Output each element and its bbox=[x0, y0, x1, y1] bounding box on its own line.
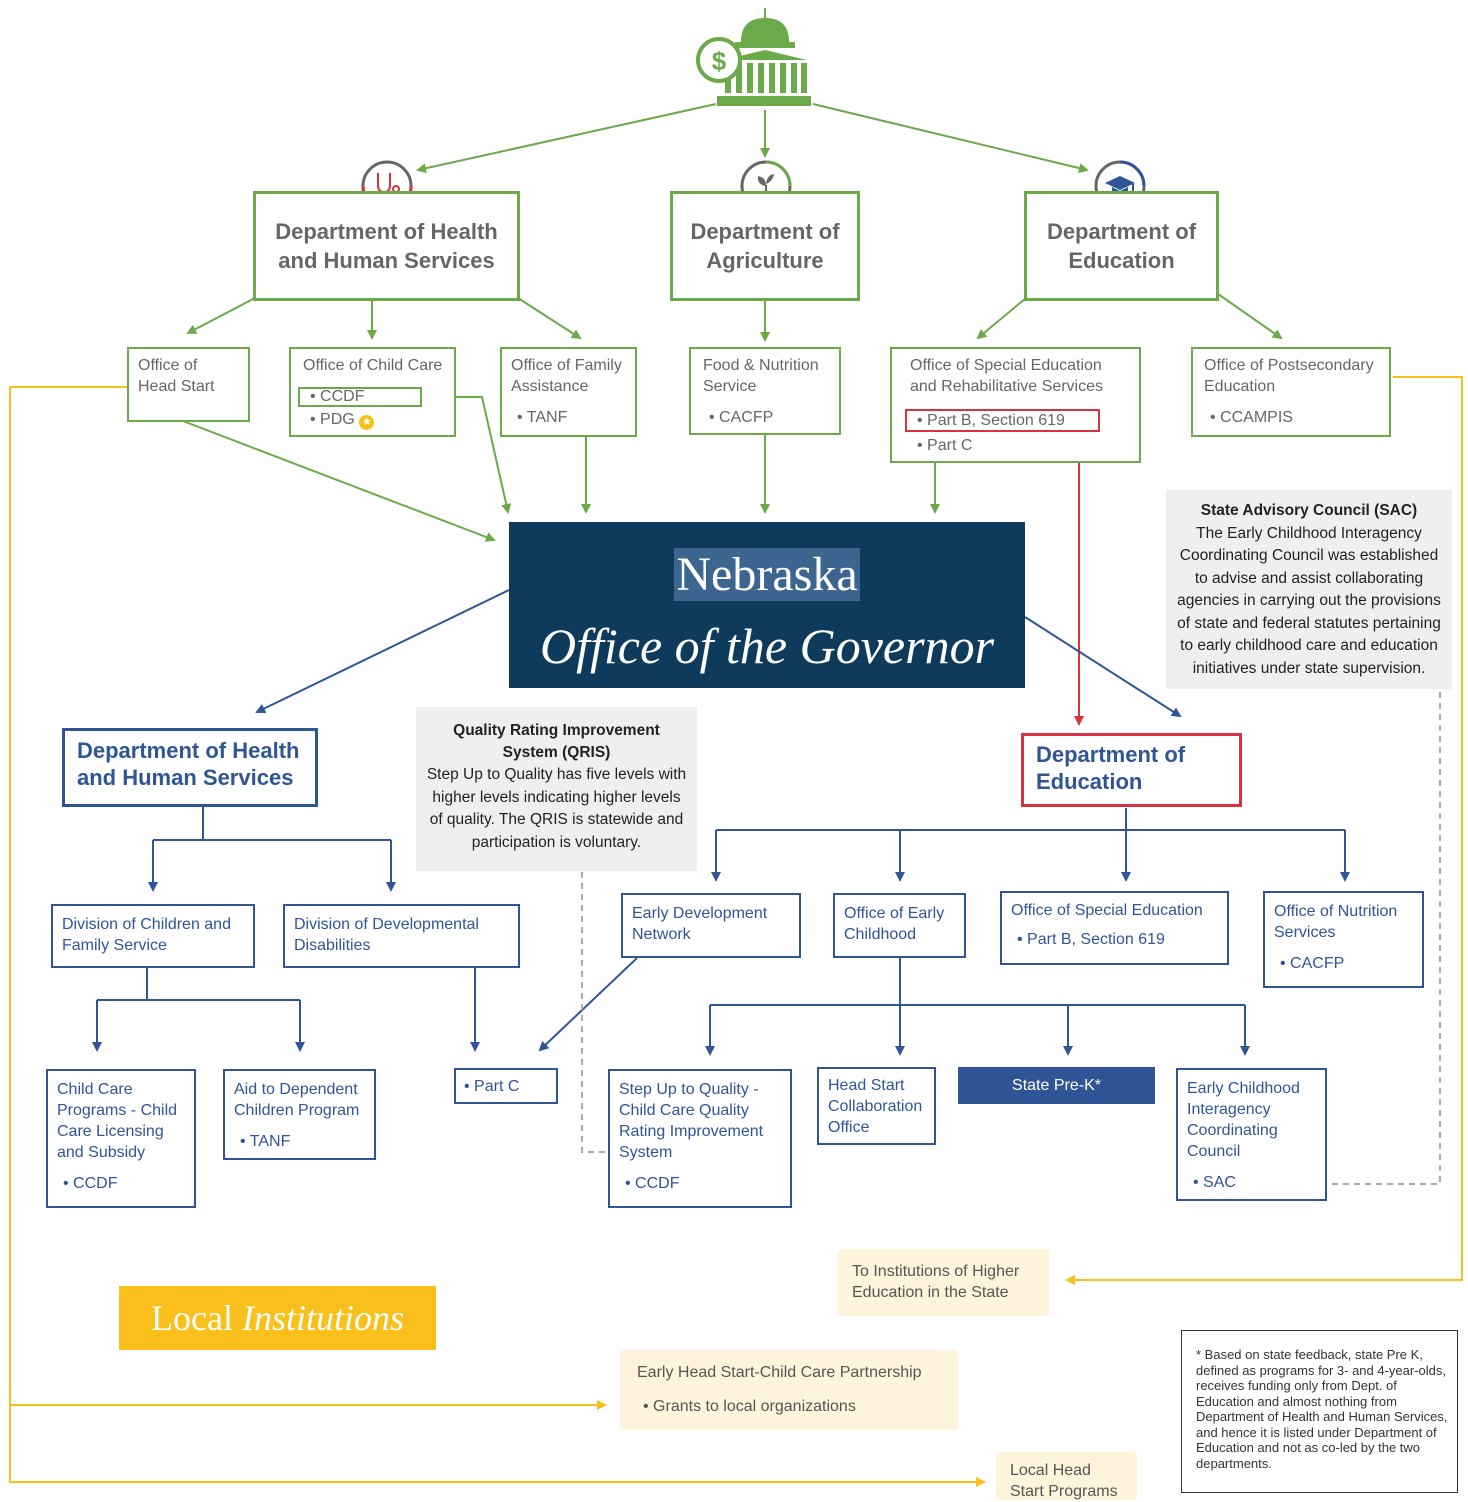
aid-dependent-children-label: Aid to Dependent Children Program bbox=[234, 1081, 360, 1119]
federal-education-title: Department of Education bbox=[1046, 219, 1197, 273]
governor-box: Nebraska Office of the Governor bbox=[509, 522, 1025, 688]
division-children-family-label: Division of Children and Family Service bbox=[62, 916, 231, 954]
head-start-collaboration-box: Head Start Collaboration Office bbox=[817, 1067, 936, 1145]
head-start-collaboration-label: Head Start Collaboration Office bbox=[828, 1077, 923, 1136]
sac-note-title: State Advisory Council (SAC) bbox=[1200, 502, 1418, 519]
office-of-child-care-label: Office of Child Care bbox=[303, 357, 443, 374]
part-b-619-label: • Part B, Section 619 bbox=[917, 412, 1065, 429]
part-c-item: • Part C bbox=[917, 437, 973, 454]
state-hhs-box: Department of Health and Human Services bbox=[62, 728, 318, 807]
division-children-family-box: Division of Children and Family Service bbox=[51, 904, 255, 968]
division-developmental-disabilities-label: Division of Developmental Disabilities bbox=[294, 916, 479, 954]
local-institutions-banner: Local Institutions bbox=[119, 1286, 436, 1350]
ccdf-item: • CCDF bbox=[298, 387, 422, 407]
state-hhs-title: Department of Health and Human Services bbox=[77, 738, 300, 790]
governor-office-name: Office of the Governor bbox=[539, 618, 995, 674]
state-part-c-label: • Part C bbox=[464, 1078, 520, 1095]
office-of-early-childhood-box: Office of Early Childhood bbox=[833, 893, 966, 958]
higher-ed-institutions-box: To Institutions of Higher Education in t… bbox=[838, 1249, 1049, 1316]
local-banner-word: Local bbox=[151, 1298, 233, 1338]
food-nutrition-service-label: Food & Nutrition Service bbox=[703, 357, 819, 395]
aid-dependent-children-box: Aid to Dependent Children Program • TANF bbox=[223, 1069, 376, 1160]
child-care-programs-label: Child Care Programs - Child Care Licensi… bbox=[57, 1081, 178, 1161]
federal-agriculture-title: Department of Agriculture bbox=[690, 219, 840, 273]
office-of-child-care-box: Office of Child Care • CCDF • PDG ★ bbox=[289, 347, 456, 437]
pre-k-footnote-text: * Based on state feedback, state Pre K, … bbox=[1196, 1347, 1448, 1471]
division-developmental-disabilities-box: Division of Developmental Disabilities bbox=[283, 904, 520, 968]
early-development-network-label: Early Development Network bbox=[632, 905, 768, 943]
early-childhood-council-label: Early Childhood Interagency Coordinating… bbox=[1187, 1080, 1300, 1160]
federal-education-box: Department of Education bbox=[1024, 191, 1219, 301]
office-of-special-education-label: Office of Special Education and Rehabili… bbox=[910, 357, 1103, 395]
local-head-start-box: Local Head Start Programs bbox=[996, 1452, 1137, 1500]
office-of-family-assistance-label: Office of Family Assistance bbox=[511, 357, 622, 395]
grants-item: • Grants to local organizations bbox=[643, 1398, 856, 1415]
ccdf-item-label: • CCDF bbox=[310, 388, 365, 405]
state-education-title: Department of Education bbox=[1036, 742, 1186, 794]
state-special-education-label: Office of Special Education bbox=[1011, 902, 1203, 919]
qris-note-body: Step Up to Quality has five levels with … bbox=[426, 766, 687, 851]
early-childhood-council-box: Early Childhood Interagency Coordinating… bbox=[1176, 1068, 1327, 1201]
state-ccdf-item: • CCDF bbox=[63, 1175, 118, 1192]
state-pre-k-box: State Pre-K* bbox=[958, 1067, 1155, 1104]
office-of-nutrition-services-box: Office of Nutrition Services • CACFP bbox=[1263, 891, 1424, 988]
step-up-to-quality-box: Step Up to Quality - Child Care Quality … bbox=[608, 1069, 792, 1208]
pdg-item-label: • PDG bbox=[310, 411, 355, 428]
higher-ed-institutions-label: To Institutions of Higher Education in t… bbox=[852, 1263, 1020, 1301]
office-of-family-assistance-box: Office of Family Assistance • TANF bbox=[500, 347, 637, 437]
state-education-box: Department of Education bbox=[1021, 733, 1242, 807]
state-special-education-box: Office of Special Education • Part B, Se… bbox=[1000, 891, 1229, 965]
tanf-item: • TANF bbox=[517, 409, 568, 426]
svg-text:$: $ bbox=[712, 46, 727, 76]
federal-agriculture-box: Department of Agriculture bbox=[670, 191, 860, 301]
office-of-head-start-label: Office of Head Start bbox=[138, 357, 215, 395]
qris-note: Quality Rating Improvement System (QRIS)… bbox=[416, 707, 697, 871]
part-b-619-item: • Part B, Section 619 bbox=[905, 409, 1100, 432]
federal-hhs-box: Department of Health and Human Services bbox=[253, 191, 520, 301]
sac-item: • SAC bbox=[1193, 1174, 1236, 1191]
office-of-early-childhood-label: Office of Early Childhood bbox=[844, 905, 945, 943]
cacfp-item: • CACFP bbox=[709, 409, 774, 426]
federal-hhs-title: Department of Health and Human Services bbox=[275, 219, 498, 273]
office-of-postsecondary-education-box: Office of Postsecondary Education • CCAM… bbox=[1191, 347, 1391, 437]
office-of-nutrition-services-label: Office of Nutrition Services bbox=[1274, 903, 1398, 941]
capitol-dollar-icon: $ bbox=[695, 6, 815, 110]
step-up-ccdf-item: • CCDF bbox=[625, 1175, 680, 1192]
early-head-start-partnership-box: Early Head Start-Child Care Partnership … bbox=[620, 1350, 958, 1430]
state-tanf-item: • TANF bbox=[240, 1133, 291, 1150]
office-of-special-education-box: Office of Special Education and Rehabili… bbox=[890, 347, 1141, 463]
state-part-c-box: • Part C bbox=[454, 1068, 558, 1104]
state-cacfp-item: • CACFP bbox=[1280, 955, 1345, 972]
ccampis-item: • CCAMPIS bbox=[1210, 409, 1293, 426]
office-of-postsecondary-education-label: Office of Postsecondary Education bbox=[1204, 357, 1374, 395]
governor-state-name: Nebraska bbox=[674, 548, 860, 601]
star-icon: ★ bbox=[359, 415, 375, 430]
sac-note-body: The Early Childhood Interagency Coordina… bbox=[1177, 524, 1441, 677]
early-head-start-partnership-label: Early Head Start-Child Care Partnership bbox=[637, 1364, 922, 1381]
office-of-head-start-box: Office of Head Start bbox=[127, 347, 250, 422]
state-part-b-619-item: • Part B, Section 619 bbox=[1017, 931, 1165, 948]
pdg-item: • PDG ★ bbox=[310, 410, 375, 430]
state-pre-k-label: State Pre-K* bbox=[1012, 1077, 1101, 1094]
local-head-start-label: Local Head Start Programs bbox=[1010, 1462, 1118, 1500]
step-up-to-quality-label: Step Up to Quality - Child Care Quality … bbox=[619, 1081, 764, 1161]
pre-k-footnote: * Based on state feedback, state Pre K, … bbox=[1181, 1330, 1458, 1493]
qris-note-title: Quality Rating Improvement System (QRIS) bbox=[453, 722, 660, 761]
institutions-banner-word: Institutions bbox=[241, 1298, 404, 1338]
early-development-network-box: Early Development Network bbox=[621, 893, 801, 958]
food-nutrition-service-box: Food & Nutrition Service • CACFP bbox=[689, 347, 841, 435]
sac-note: State Advisory Council (SAC) The Early C… bbox=[1166, 490, 1452, 689]
child-care-programs-box: Child Care Programs - Child Care Licensi… bbox=[46, 1069, 196, 1208]
